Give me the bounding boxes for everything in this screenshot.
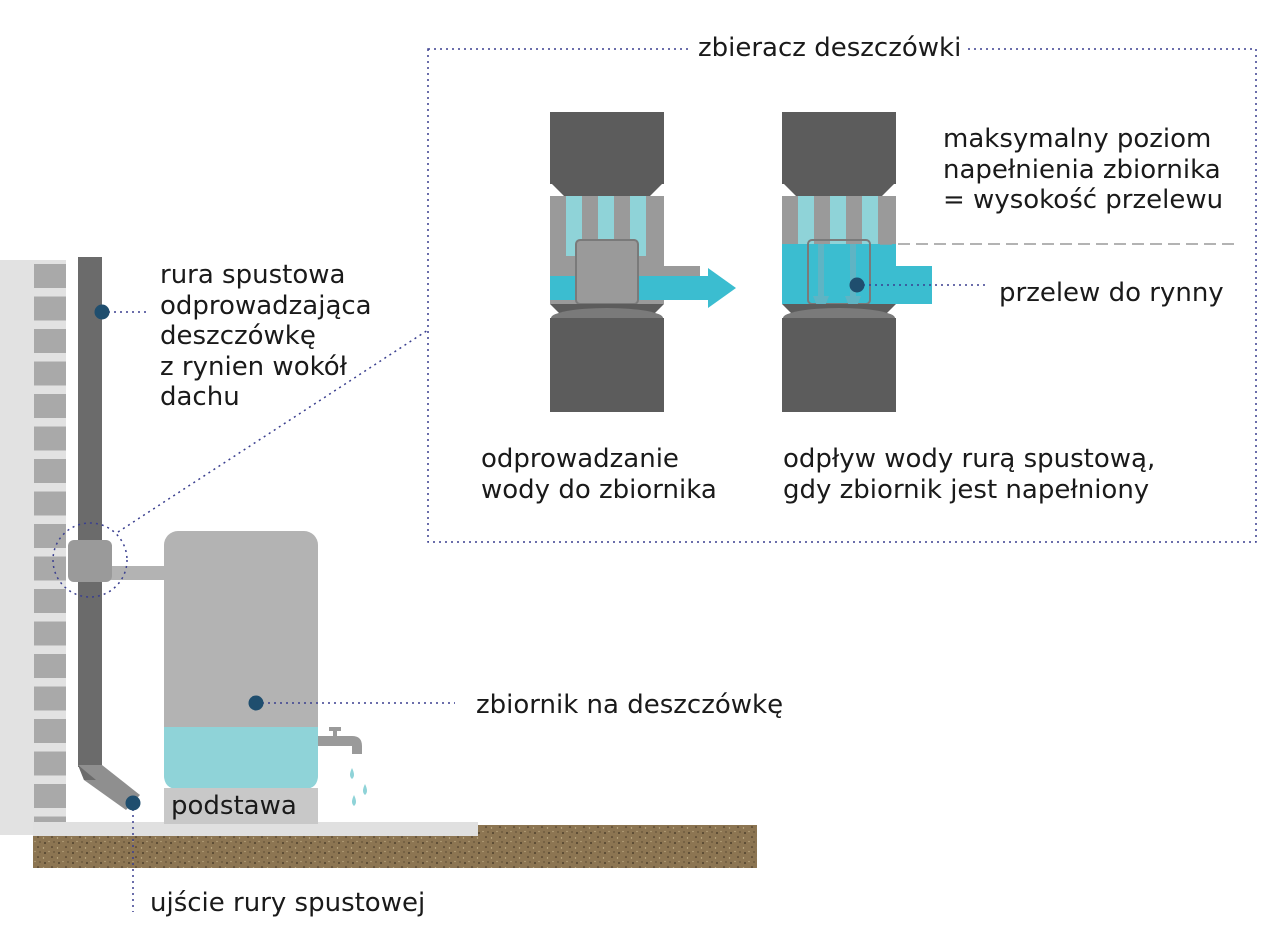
brick bbox=[34, 491, 66, 516]
collector-overflow-mode-label: odpływ wody rurą spustową, gdy zbiornik … bbox=[783, 444, 1156, 505]
collector-detail-overflow bbox=[782, 112, 932, 412]
collector-detail-title: zbieracz deszczówki bbox=[692, 33, 968, 64]
collector-detail-to-tank bbox=[550, 112, 736, 412]
brick bbox=[34, 784, 66, 808]
brick bbox=[34, 329, 66, 353]
tank-base-label: podstawa bbox=[171, 791, 297, 821]
tank-base bbox=[164, 788, 318, 824]
rainwater-tank-label: zbiornik na deszczówkę bbox=[476, 690, 784, 720]
callout-dot-icon bbox=[849, 277, 865, 293]
detail-leader-line bbox=[117, 329, 429, 533]
overflow-to-gutter-label: przelew do rynny bbox=[999, 278, 1224, 308]
faucet-icon bbox=[318, 727, 362, 754]
downpipe-label: rura spustowa odprowadzająca deszczówkę … bbox=[160, 260, 372, 412]
collector-to-tank-label: odprowadzanie wody do zbiornika bbox=[481, 444, 717, 505]
brick bbox=[34, 426, 66, 451]
rainwater-tank bbox=[164, 531, 318, 824]
brick bbox=[34, 264, 66, 288]
brick bbox=[34, 589, 66, 613]
brick bbox=[34, 556, 66, 581]
brick bbox=[34, 361, 66, 386]
downpipe-outlet-label: ujście rury spustowej bbox=[150, 888, 426, 918]
brick bbox=[34, 654, 66, 678]
collector-highlight-ring bbox=[52, 522, 128, 598]
brick bbox=[34, 686, 66, 711]
house-wall bbox=[0, 260, 66, 841]
arrow-right-icon bbox=[700, 268, 736, 308]
brick bbox=[34, 459, 66, 483]
max-fill-level-label: maksymalny poziom napełnienia zbiornika … bbox=[943, 124, 1224, 215]
brick bbox=[34, 751, 66, 776]
wall-bricks bbox=[34, 264, 66, 841]
brick bbox=[34, 296, 66, 321]
brick bbox=[34, 621, 66, 646]
brick bbox=[34, 524, 66, 548]
downpipe bbox=[78, 257, 140, 810]
ground bbox=[33, 822, 757, 868]
callout-dot-icon bbox=[94, 304, 110, 320]
collector-on-pipe bbox=[68, 540, 166, 582]
water-drop-icon bbox=[350, 768, 367, 806]
callout-dot-icon bbox=[125, 795, 141, 811]
brick bbox=[34, 719, 66, 743]
brick bbox=[34, 394, 66, 418]
callout-dot-icon bbox=[248, 695, 264, 711]
